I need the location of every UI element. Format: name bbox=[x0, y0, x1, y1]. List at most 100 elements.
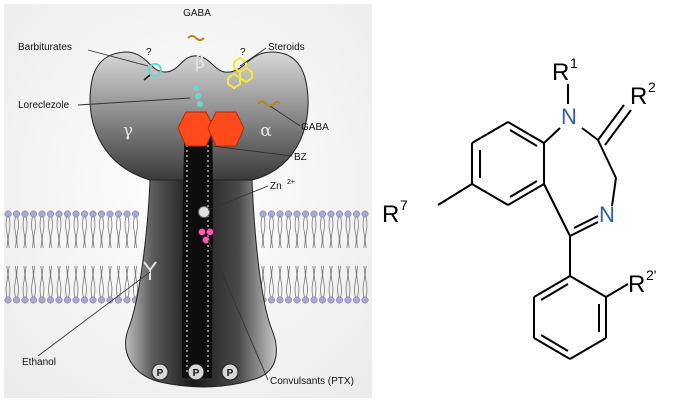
lipid-tail bbox=[269, 265, 274, 298]
svg-text:P: P bbox=[227, 368, 234, 379]
lipid-tail bbox=[39, 265, 45, 298]
svg-text:P: P bbox=[193, 368, 200, 379]
gaba-receptor-illustration: β γ α ? ? bbox=[4, 4, 372, 398]
lipid-tail bbox=[320, 265, 325, 298]
r2prime-superscript: 2' bbox=[646, 267, 656, 283]
lipid-head bbox=[319, 210, 326, 218]
lipid-head bbox=[4, 210, 12, 218]
lipid-head bbox=[310, 296, 318, 304]
pendant-phenyl-ring bbox=[533, 275, 607, 360]
c2-r2-double-bond bbox=[604, 109, 632, 146]
lipid-tail bbox=[337, 265, 342, 298]
lipid-head bbox=[336, 296, 343, 304]
lipid-head bbox=[64, 210, 71, 218]
lipid-head bbox=[55, 296, 63, 304]
lipid-tail bbox=[39, 216, 45, 249]
lipid-head bbox=[30, 210, 37, 218]
benzodiazepine-binding-site-right bbox=[207, 111, 245, 147]
lipid-tail bbox=[65, 265, 70, 298]
subunit-beta-label: β bbox=[195, 53, 205, 73]
lipid-tail bbox=[311, 265, 317, 298]
lipid-tail bbox=[56, 216, 62, 249]
lipid-tail bbox=[354, 216, 359, 249]
lipid-tail bbox=[90, 265, 96, 298]
lipid-head bbox=[327, 296, 335, 304]
lipid-head bbox=[361, 296, 369, 304]
subunit-alpha-label: α bbox=[260, 121, 272, 141]
unknown-site-right-question-mark: ? bbox=[240, 47, 246, 58]
lipid-bilayer bbox=[4, 210, 369, 304]
zinc-label: Zn bbox=[270, 181, 282, 192]
c2-r2-bond bbox=[597, 104, 625, 141]
lipid-tail bbox=[354, 265, 359, 298]
lipid-tail bbox=[362, 216, 368, 249]
svg-text:P: P bbox=[157, 368, 164, 379]
convulsants-label: Convulsants (PTX) bbox=[270, 376, 354, 387]
lipid-head bbox=[319, 296, 326, 304]
lipid-tail bbox=[82, 265, 87, 298]
r2-group: R bbox=[630, 83, 647, 110]
picrotoxin-site bbox=[198, 228, 214, 244]
lipid-head bbox=[123, 210, 131, 218]
lipid-tail bbox=[124, 265, 130, 298]
gaba-top-label: GABA bbox=[183, 8, 211, 19]
zinc-charge-label: 2+ bbox=[287, 179, 295, 186]
lipid-tail bbox=[22, 265, 28, 298]
barbiturate-molecule bbox=[143, 63, 162, 81]
lipid-head bbox=[115, 210, 122, 218]
bz-label: BZ bbox=[294, 152, 307, 163]
lipid-head bbox=[132, 210, 139, 218]
zinc-ion bbox=[198, 206, 210, 218]
lipid-tail bbox=[65, 216, 70, 249]
lipid-head bbox=[89, 210, 97, 218]
ethanol-label: Ethanol bbox=[22, 357, 56, 368]
lipid-tail bbox=[362, 265, 368, 298]
lipid-head bbox=[327, 210, 335, 218]
lipid-tail bbox=[73, 265, 79, 298]
lipid-head bbox=[89, 296, 97, 304]
lipid-head bbox=[98, 296, 105, 304]
lipid-tail bbox=[345, 265, 351, 298]
lipid-tail bbox=[22, 216, 28, 249]
lipid-tail bbox=[116, 265, 121, 298]
lipid-head bbox=[353, 296, 360, 304]
lipid-head bbox=[115, 296, 122, 304]
gaba-right-label: GABA bbox=[301, 122, 329, 133]
fused-benzene-ring bbox=[471, 121, 545, 206]
lipid-head bbox=[336, 210, 343, 218]
lipid-tail bbox=[90, 216, 96, 249]
lipid-tail bbox=[82, 216, 87, 249]
lipid-tail bbox=[269, 216, 274, 249]
lipid-tail bbox=[14, 216, 19, 249]
steroid-molecule bbox=[227, 56, 253, 90]
lipid-tail bbox=[277, 216, 283, 249]
lipid-tail bbox=[48, 216, 53, 249]
r2prime-bond bbox=[605, 283, 629, 298]
benzodiazepine-structure bbox=[437, 84, 632, 360]
lipid-head bbox=[13, 210, 20, 218]
steroids-label: Steroids bbox=[268, 42, 305, 53]
lipid-head bbox=[64, 296, 71, 304]
lipid-head bbox=[285, 296, 292, 304]
lipid-head bbox=[72, 210, 80, 218]
lipid-head bbox=[81, 210, 88, 218]
lipid-tail bbox=[345, 216, 351, 249]
lipid-tail bbox=[107, 216, 113, 249]
lipid-head bbox=[81, 296, 88, 304]
ethanol-site-symbol bbox=[143, 261, 157, 280]
barbiturates-label: Barbiturates bbox=[18, 42, 72, 53]
lipid-tail bbox=[56, 265, 62, 298]
phosphate-right: P bbox=[221, 363, 239, 381]
lipid-tail bbox=[48, 265, 53, 298]
lipid-tail bbox=[311, 216, 317, 249]
lipid-tail bbox=[337, 216, 342, 249]
subunit-gamma-label: γ bbox=[123, 121, 133, 141]
loreclezole-beads bbox=[193, 85, 203, 107]
lipid-head bbox=[21, 210, 29, 218]
lipid-head bbox=[13, 296, 20, 304]
lipid-head bbox=[55, 210, 63, 218]
r7-bond bbox=[437, 183, 473, 206]
r7-group: R bbox=[382, 201, 399, 228]
lipid-head bbox=[344, 210, 352, 218]
